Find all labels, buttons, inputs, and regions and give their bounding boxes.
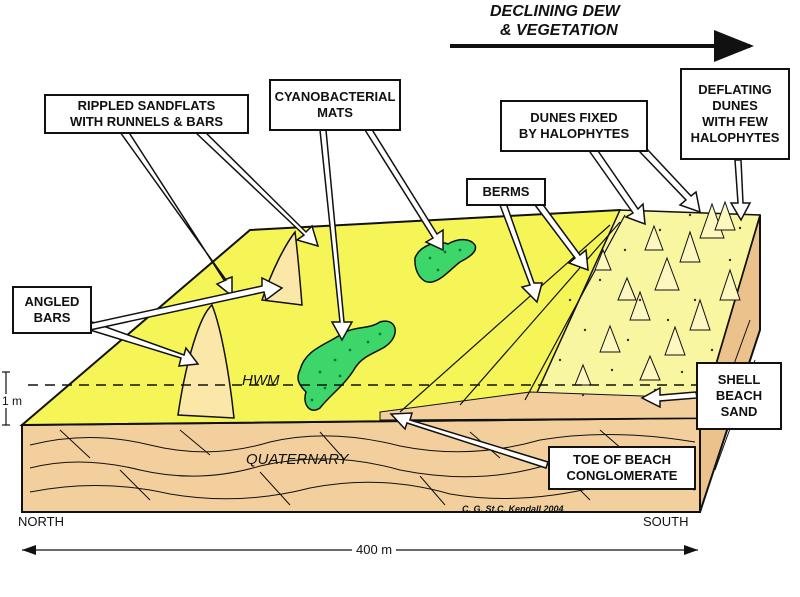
arrow-toe bbox=[389, 412, 549, 469]
label-text: BY HALOPHYTES bbox=[518, 126, 630, 141]
label-text: BERMS bbox=[482, 184, 530, 199]
label-text: WITH FEW bbox=[702, 114, 768, 129]
arrow-rippled-2 bbox=[193, 127, 320, 248]
mat-texture bbox=[310, 248, 462, 402]
arrow-shell bbox=[640, 386, 698, 409]
label-text: RIPPLED SANDFLATS bbox=[77, 98, 216, 113]
south-label: SOUTH bbox=[643, 514, 689, 529]
arrow-dunes-2 bbox=[638, 147, 701, 214]
label-text: DUNES bbox=[712, 98, 758, 113]
arrow-angled-1 bbox=[89, 321, 200, 367]
title-line-2: & VEGETATION bbox=[500, 22, 618, 39]
label-cyanobacterial-mats: CYANOBACTERIAL MATS bbox=[269, 79, 401, 131]
arrow-deflating bbox=[729, 159, 752, 222]
scale-arrowhead-right bbox=[684, 545, 698, 555]
credit-label: C. G. St.C. Kendall 2004 bbox=[462, 504, 564, 514]
label-toe-of-beach: TOE OF BEACH CONGLOMERATE bbox=[548, 446, 696, 490]
label-text: CONGLOMERATE bbox=[566, 468, 678, 483]
hwm-label: HWM bbox=[242, 372, 280, 389]
label-text: DUNES FIXED bbox=[530, 110, 618, 125]
title-line-1: DECLINING DEW bbox=[490, 3, 620, 20]
label-dunes-fixed: DUNES FIXED BY HALOPHYTES bbox=[500, 100, 648, 152]
label-text: BEACH bbox=[715, 388, 763, 403]
arrow-berms-1 bbox=[499, 202, 543, 304]
label-text: BARS bbox=[33, 310, 71, 325]
label-text: MATS bbox=[317, 105, 353, 120]
scale-arrowhead-left bbox=[22, 545, 36, 555]
label-berms: BERMS bbox=[466, 178, 546, 206]
dunes bbox=[574, 200, 741, 386]
arrow-dunes-1 bbox=[588, 146, 646, 226]
label-angled-bars: ANGLED BARS bbox=[12, 286, 92, 334]
label-text: ANGLED bbox=[24, 294, 80, 309]
horizontal-scale-label: 400 m bbox=[352, 542, 397, 557]
label-rippled-sandflats: RIPPLED SANDFLATS WITH RUNNELS & BARS bbox=[44, 94, 249, 134]
label-text: TOE OF BEACH bbox=[573, 452, 671, 467]
label-text: HALOPHYTES bbox=[690, 130, 780, 145]
label-deflating-dunes: DEFLATING DUNES WITH FEW HALOPHYTES bbox=[680, 68, 790, 160]
label-text: WITH RUNNELS & BARS bbox=[69, 114, 224, 129]
north-label: NORTH bbox=[18, 514, 64, 529]
label-text: SHELL bbox=[717, 372, 761, 387]
label-text: SAND bbox=[720, 404, 758, 419]
vertical-scale-label: 1 m bbox=[2, 394, 23, 408]
callout-arrows bbox=[87, 126, 752, 469]
arrow-cyano-2 bbox=[363, 127, 444, 252]
arrow-berms-2 bbox=[533, 201, 589, 272]
label-text: DEFLATING bbox=[698, 82, 772, 97]
angled-bar-front bbox=[177, 303, 235, 419]
arrow-angled-2 bbox=[87, 276, 284, 331]
label-text: CYANOBACTERIAL bbox=[274, 89, 396, 104]
arrow-rippled-1 bbox=[118, 126, 233, 298]
arrow-cyano-1 bbox=[319, 129, 354, 342]
quaternary-label: QUATERNARY bbox=[246, 451, 349, 468]
halophyte-dots bbox=[558, 213, 742, 397]
label-shell-beach-sand: SHELL BEACH SAND bbox=[696, 362, 782, 430]
